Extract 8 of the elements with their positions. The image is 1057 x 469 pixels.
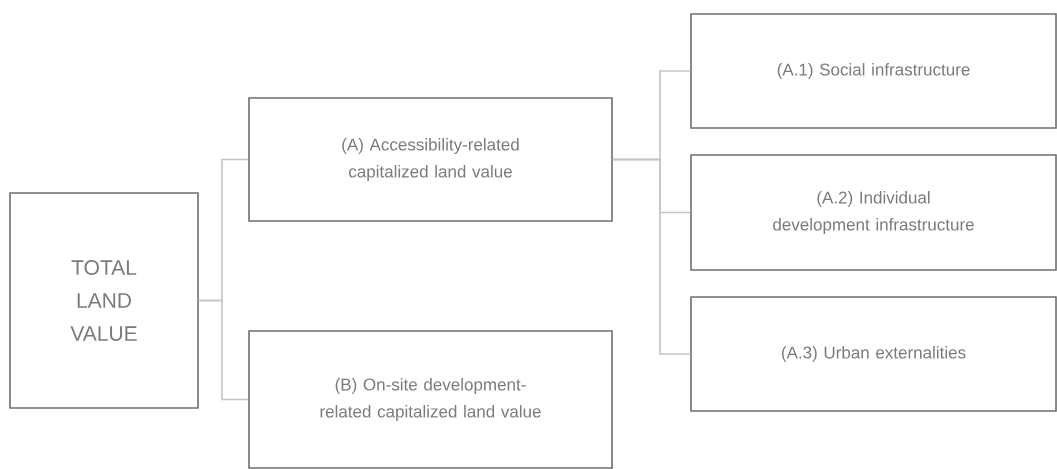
category-box: (A.2) Individual development infrastructure [690,154,1057,271]
category-box: (A) Accessibility-related capitalized land value [248,97,613,222]
connector-line [198,299,249,401]
category-box: (B) On-site development-related capitalized land value [248,330,613,469]
total-box: TOTAL LAND VALUE [9,192,199,409]
connector-line [612,158,691,355]
category-box: (A.3) Urban externalities [690,296,1057,412]
category-box: (A.1) Social infrastructure [690,13,1057,129]
